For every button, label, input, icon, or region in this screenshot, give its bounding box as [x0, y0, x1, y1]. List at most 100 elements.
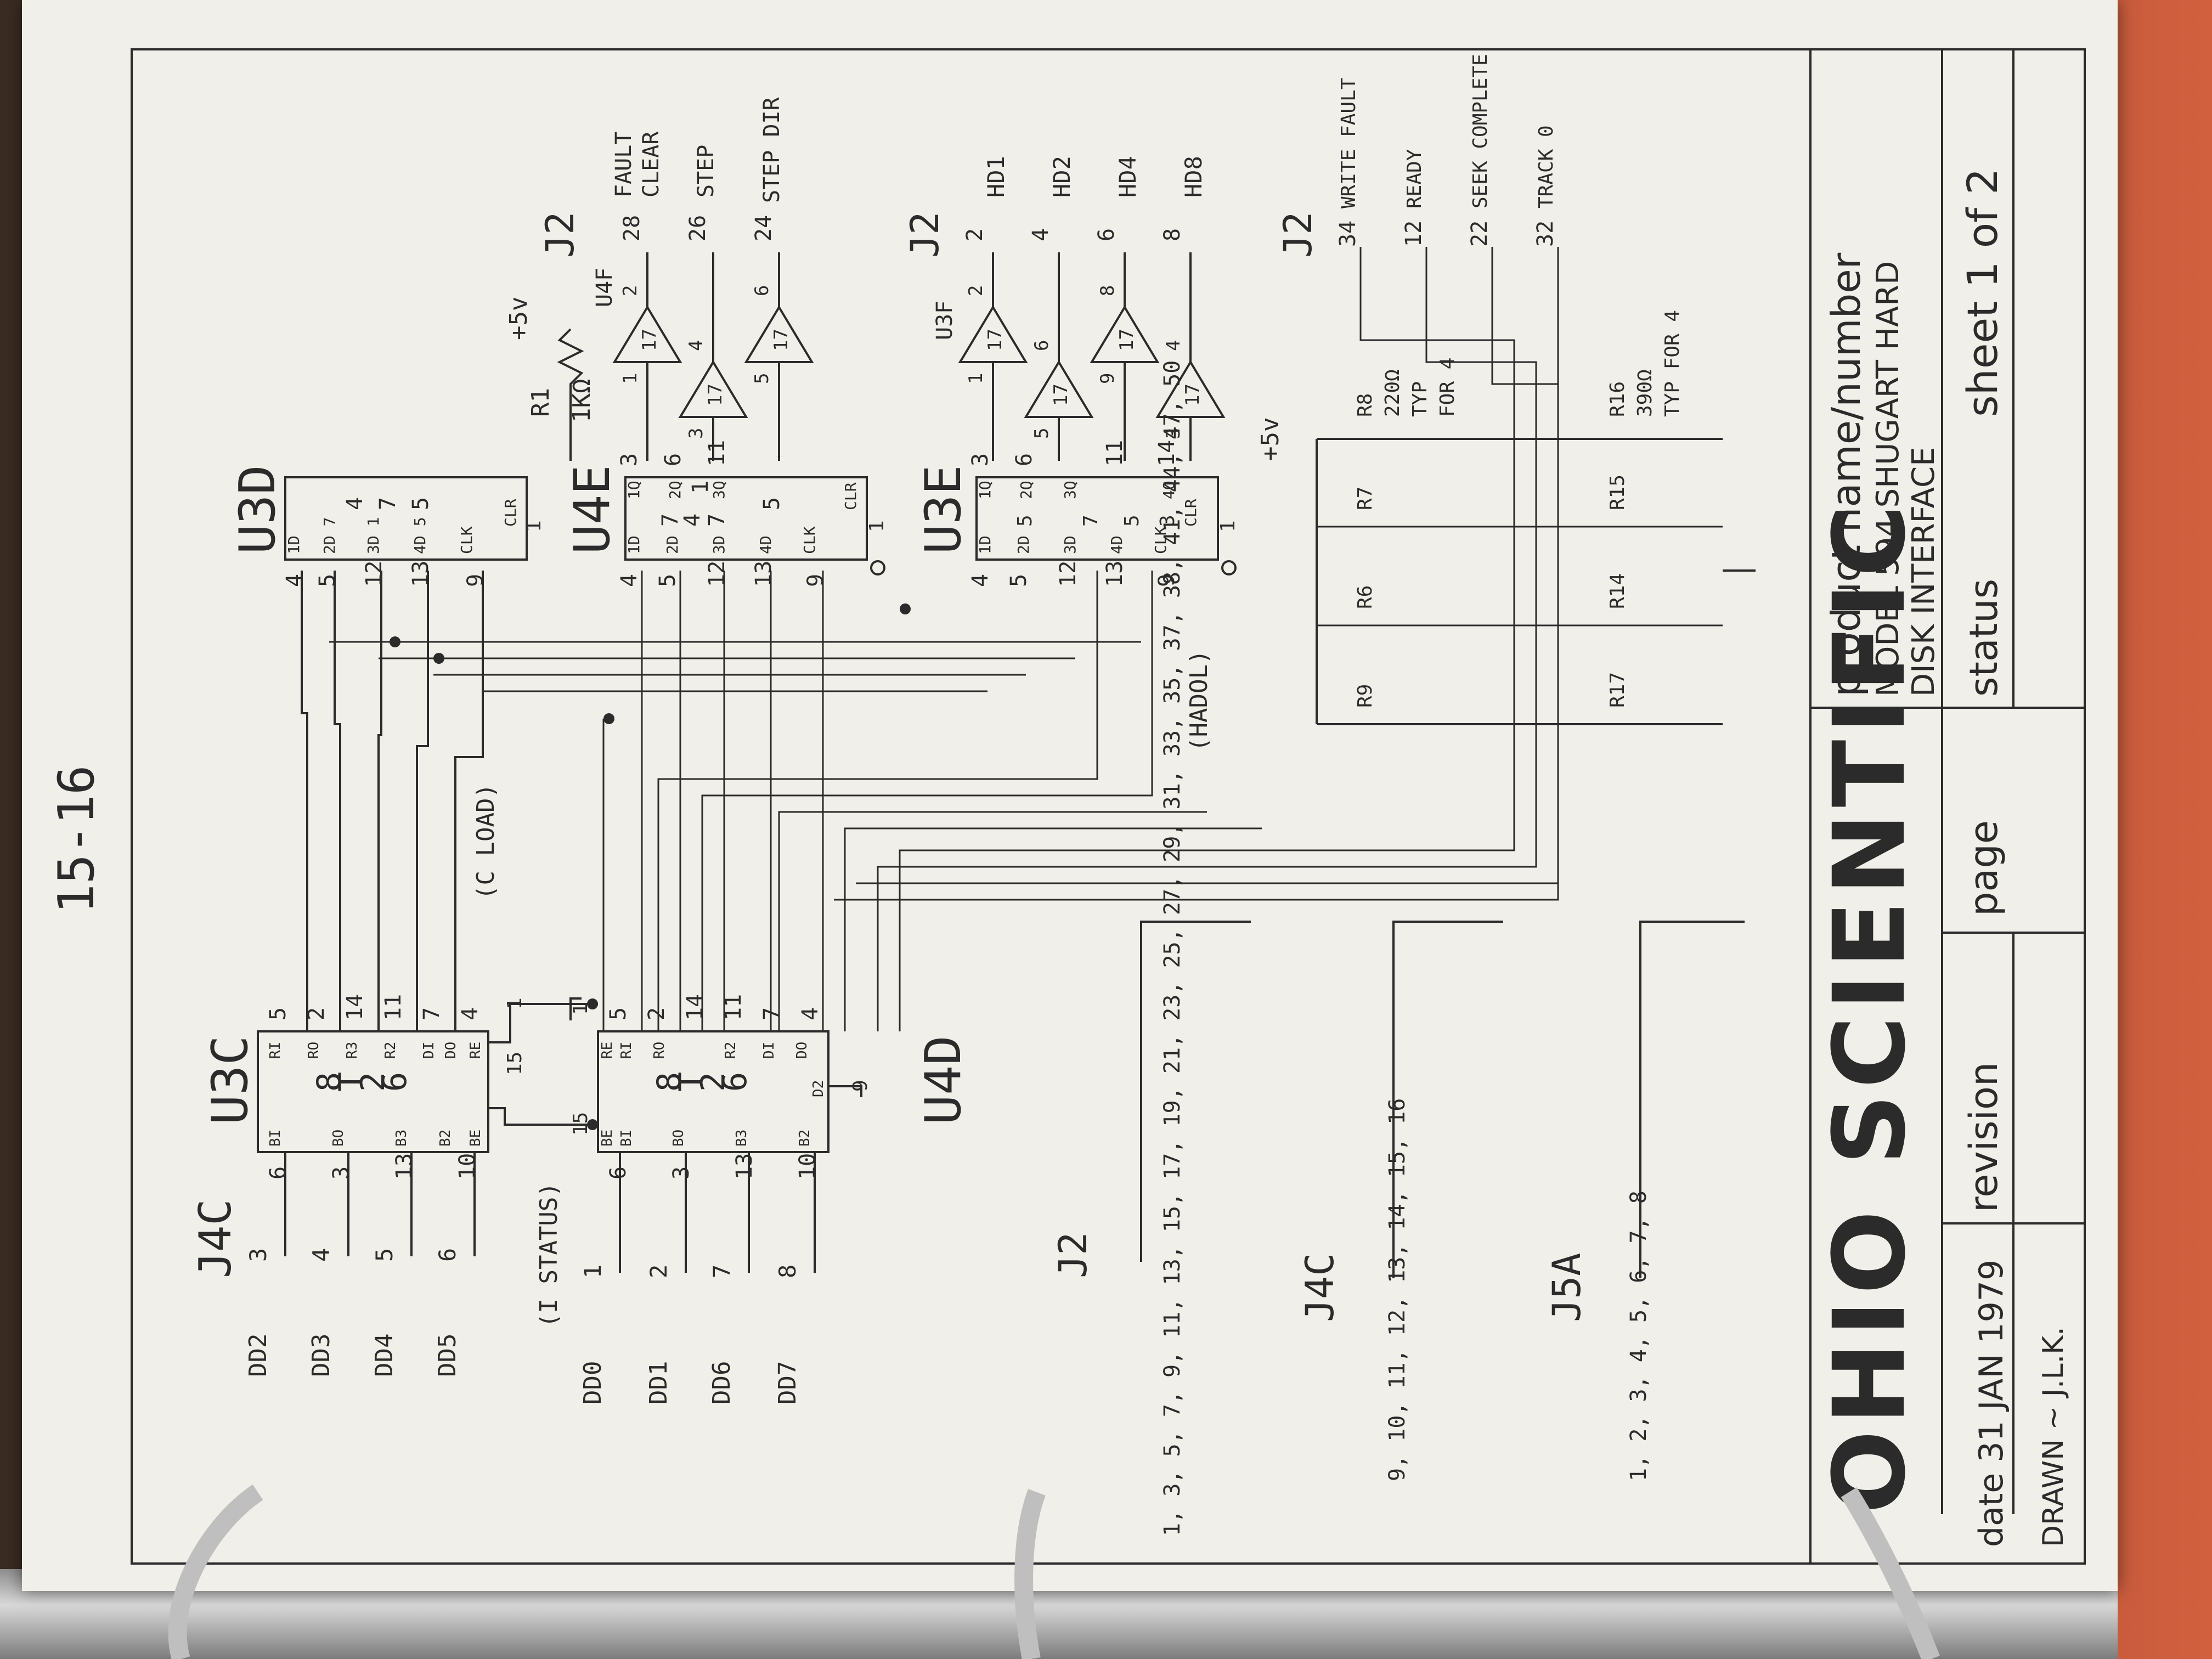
j2-pin-6: 6 — [1094, 228, 1119, 241]
u4d-pin-3: 3 — [669, 1166, 694, 1180]
u4d-part-d: 6 — [716, 1072, 754, 1092]
u4d-label-di: DI — [761, 1042, 777, 1059]
u4d-label-ro: RO — [651, 1042, 668, 1059]
u3f-gate-2-number: 17 — [1050, 383, 1072, 406]
j2-pin-32: 32 — [1533, 221, 1558, 247]
u3e-label-1d: 1D — [976, 535, 994, 554]
u4e-label-4d: 4D — [757, 535, 775, 554]
r9-name: R9 — [1354, 684, 1376, 708]
u3c-pin-14: 14 — [342, 994, 368, 1020]
u4e-pin-11: 11 — [704, 440, 730, 466]
j4c-pin-5: 5 — [371, 1248, 398, 1262]
u3c-label-ro: RO — [306, 1042, 322, 1059]
signal-hd2: HD2 — [1048, 156, 1075, 198]
u3d-pin-13: 13 — [408, 561, 433, 587]
u3c-label-bi: BI — [267, 1130, 284, 1147]
j2-pin-24: 24 — [751, 215, 776, 241]
title-block: product name/number MODEL 594 SHUGART HA… — [1809, 48, 2086, 1565]
u3e-pin-5: 5 — [1006, 574, 1031, 587]
u4f-out-2: 2 — [619, 285, 641, 296]
u3f-in-3: 3 — [1163, 428, 1184, 439]
u4e-pin-4: 4 — [617, 574, 642, 587]
u4e-mid-1: 1 — [688, 481, 713, 494]
u3c-label-ri: RI — [267, 1042, 284, 1059]
company-logo-text: OHIO SCIENTIFIC — [1813, 499, 1927, 1514]
u4e-label-2q: 2Q — [666, 481, 684, 499]
u4d-pin-13: 13 — [732, 1153, 757, 1180]
u3e-mid-5b: 5 — [1121, 515, 1143, 527]
ground-j2-pins: 1, 3, 5, 7, 9, 11, 13, 15, 17, 19, 21, 2… — [1160, 360, 1185, 1536]
cload-strobe-label: (C LOAD) — [472, 783, 500, 900]
j2-pin-4: 4 — [1028, 228, 1053, 241]
ground-j5a-title: J5A — [1544, 1253, 1589, 1322]
u3d-pin-12: 12 — [362, 561, 387, 587]
u3c-label-r2: R2 — [382, 1042, 399, 1059]
j4c-data-connector: J4C 3 4 5 6 DD2 DD3 DD4 DD5 1 2 7 8 DD0 … — [190, 1152, 816, 1404]
u3c-label-b2: B2 — [437, 1130, 454, 1147]
u4d-label-r2: R2 — [723, 1042, 739, 1059]
u3c-pin-4: 4 — [458, 1007, 483, 1020]
chip-u4d: U4D 8 T 2 6 6 3 13 10 5 2 14 11 7 4 BE B… — [569, 994, 972, 1180]
u4e-label-3d: 3D — [710, 535, 728, 554]
u4d-pin-2: 2 — [644, 1007, 669, 1020]
u4e-label-2d: 2D — [663, 535, 681, 554]
u3d-pin-5: 5 — [315, 574, 340, 587]
j4c-signal-dd3: DD3 — [307, 1334, 335, 1377]
j2-pin-8: 8 — [1160, 228, 1185, 241]
j2-pin-22: 22 — [1467, 221, 1492, 247]
u3e-label-2q: 2Q — [1017, 481, 1035, 499]
u3c-label-r3: R3 — [344, 1042, 360, 1059]
u3d-out-7: 7 — [375, 497, 400, 510]
ground-j5a-pins: 1, 2, 3, 4, 5, 6, 7, 8 — [1626, 1190, 1651, 1481]
u3f-out-6: 6 — [1031, 340, 1053, 351]
u4f-name: U4F — [592, 268, 617, 307]
u3c-pin-13: 13 — [392, 1153, 417, 1180]
u3e-mid-3: 3 — [1156, 515, 1179, 527]
u3e-pin-6: 6 — [1012, 453, 1037, 466]
u3c-part-d: 6 — [376, 1072, 414, 1092]
signal-write-fault: WRITE FAULT — [1338, 78, 1360, 208]
u3e-label-1q: 1Q — [976, 481, 994, 499]
u4d-pin-10: 10 — [795, 1153, 820, 1180]
u3e-label-3q: 3Q — [1061, 481, 1079, 499]
u3c-label-do: DO — [443, 1042, 459, 1059]
u4d-part-b: T — [672, 1072, 710, 1092]
u4d-pin-7: 7 — [759, 1007, 785, 1020]
status-strobe-label: (I STATUS) — [535, 1182, 563, 1328]
u4f-buffers: U4F 17 17 17 1 3 5 2 4 6 — [592, 252, 814, 461]
u4e-label-clr: CLR — [842, 482, 860, 510]
j2-status-inputs: J2 34 12 22 32 WRITE FAULT READY SEEK CO… — [834, 54, 1756, 1031]
binder-rings — [168, 1484, 1940, 1659]
u4e-label-3q: 3Q — [710, 481, 728, 499]
j4c-pin-3: 3 — [245, 1248, 272, 1262]
chip-u4e: U4E 4 5 12 13 9 1D 2D 3D 4D CLK 1Q 2Q 3Q… — [563, 440, 888, 587]
date-label: date 31 JAN 1979 — [1972, 1260, 2011, 1547]
u4d-label-re: RE — [599, 1042, 616, 1059]
chip-u3d: U3D 4 5 12 13 9 1D 2D 7 3D 1 4D 5 CLK CL… — [229, 465, 545, 587]
u3f-out-8: 8 — [1097, 285, 1119, 296]
u3e-label-2d: 2D — [1014, 535, 1032, 554]
r1-pullup: +5v R1 1KΩ — [505, 297, 596, 461]
u3c-label-bo: BO — [330, 1130, 347, 1147]
u4e-pin-12: 12 — [704, 561, 730, 587]
j2-status-title: J2 — [1276, 212, 1321, 258]
j4c-signal-dd0: DD0 — [579, 1361, 607, 1404]
j4c-signal-dd6: DD6 — [708, 1361, 736, 1404]
u3c-pin-3: 3 — [329, 1166, 354, 1180]
u4f-in-1: 1 — [619, 373, 641, 384]
u3c-pin-5: 5 — [266, 1007, 291, 1020]
ground-j2-title: J2 — [1051, 1232, 1096, 1278]
u3f-in-5: 5 — [1031, 428, 1053, 439]
sheet-label: sheet 1 of 2 — [1958, 168, 2007, 417]
u3e-label-clk: CLK — [1152, 526, 1170, 554]
u3d-label-4d: 4D 5 — [411, 517, 429, 554]
r16-value: 390Ω — [1634, 369, 1656, 417]
signal-fault-clear-2: CLEAR — [639, 131, 664, 198]
u3c-label-b3: B3 — [393, 1130, 410, 1147]
r1-name: R1 — [527, 388, 555, 417]
chip-u3c: U3C 8 T 2 6 6 3 13 10 5 2 14 11 7 4 BI B… — [201, 994, 598, 1180]
u3e-pin-13: 13 — [1102, 561, 1127, 587]
r1-value: 1KΩ — [568, 379, 596, 422]
